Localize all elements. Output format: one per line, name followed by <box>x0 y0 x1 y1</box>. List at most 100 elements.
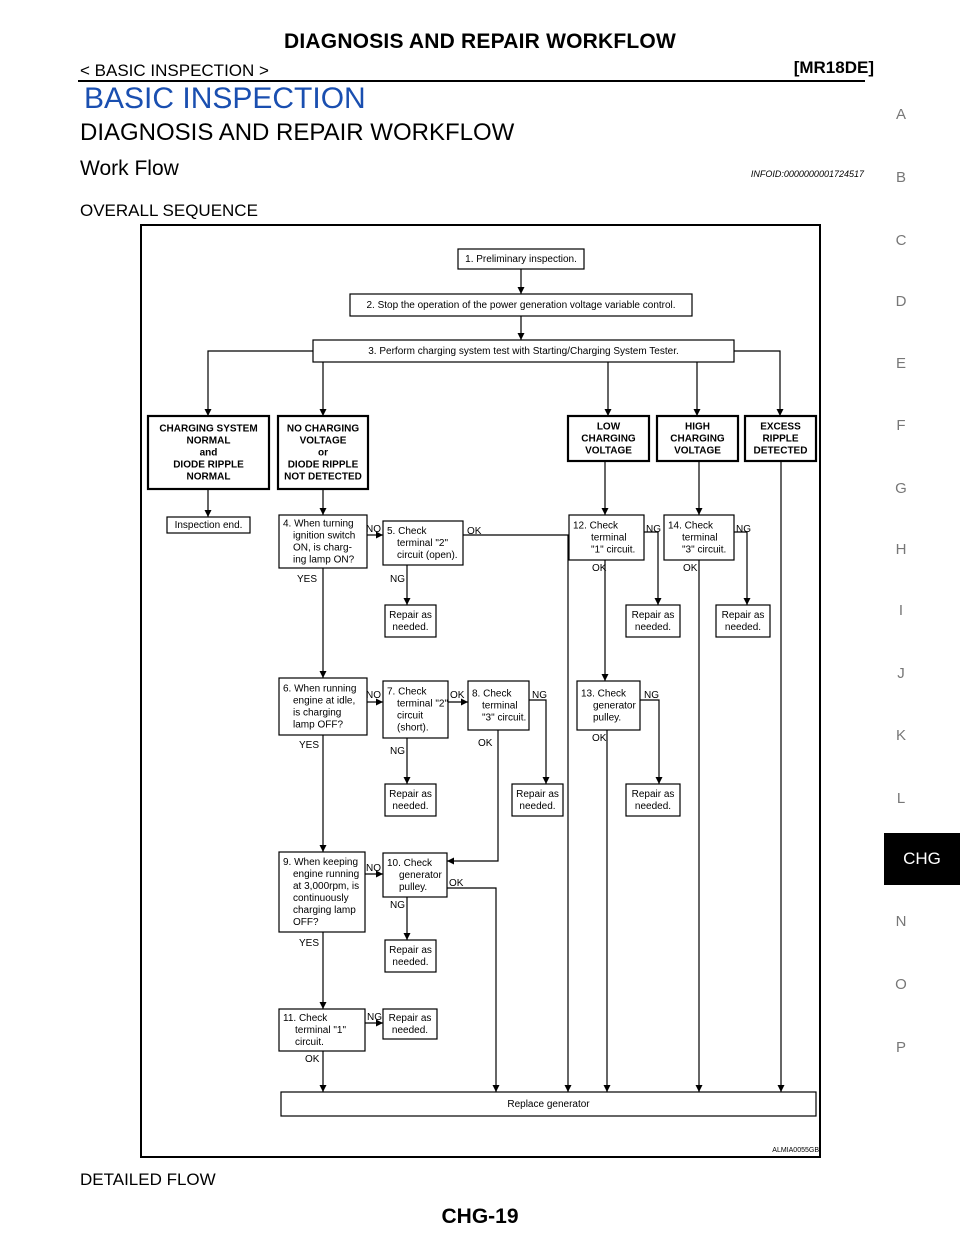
repair-14-box-text: Repair as <box>722 610 765 621</box>
label-6-no: NO <box>366 690 381 701</box>
step-3-box-text: 3. Perform charging system test with Sta… <box>368 346 679 357</box>
result-high-box-text: VOLTAGE <box>674 446 721 457</box>
side-index-l[interactable]: L <box>896 790 906 807</box>
side-index-c[interactable]: C <box>895 232 907 249</box>
step-10-box-text: pulley. <box>399 882 427 893</box>
connector-13-repair <box>640 699 663 784</box>
step-9-box-text: 9. When keeping <box>283 857 358 868</box>
detailed-flow-heading: DETAILED FLOW <box>80 1170 216 1189</box>
repair-10-box-text: needed. <box>392 957 428 968</box>
label-13-ok: OK <box>592 733 607 744</box>
repair-12-box-text: Repair as <box>632 610 675 621</box>
repair-8-box-text: needed. <box>519 801 555 812</box>
label-13-ng: NG <box>644 690 659 701</box>
page-number: CHG-19 <box>441 1205 519 1228</box>
flowchart-figure: 1. Preliminary inspection.2. Stop the op… <box>140 224 821 1158</box>
side-index-o[interactable]: O <box>895 976 907 993</box>
step-6-box-text: lamp OFF? <box>293 720 343 731</box>
label-12-ng: NG <box>646 524 661 535</box>
inspection-end-box-text: Inspection end. <box>175 520 243 531</box>
result-ripple-box-text: RIPPLE <box>762 434 798 445</box>
result-ripple-box-text: EXCESS <box>760 422 801 433</box>
figure-id: ALMIA0055GB <box>772 1147 819 1154</box>
step-7-box-text: (short). <box>397 723 429 734</box>
step-6-box-text: engine at idle, <box>293 696 355 707</box>
result-normal-box-text: NORMAL <box>187 436 231 447</box>
result-normal-box-text: NORMAL <box>187 472 231 483</box>
repair-8-box-text: Repair as <box>516 789 559 800</box>
result-low-box-text: LOW <box>597 422 621 433</box>
side-index-g[interactable]: G <box>895 480 907 497</box>
label-9-no: NO <box>366 863 381 874</box>
page-header-title: DIAGNOSIS AND REPAIR WORKFLOW <box>284 30 676 53</box>
repair-5-box-text: needed. <box>392 622 428 633</box>
side-index-b[interactable]: B <box>895 169 906 186</box>
result-no-charging-box-text: VOLTAGE <box>300 436 347 447</box>
step-14-box-text: terminal <box>682 533 718 544</box>
side-index-p[interactable]: P <box>895 1039 906 1056</box>
label-6-yes: YES <box>299 740 319 751</box>
repair-5-box-text: Repair as <box>389 610 432 621</box>
step-12-box-text: "1" circuit. <box>591 545 635 556</box>
repair-7-box-text: Repair as <box>389 789 432 800</box>
step-8-box-text: "3" circuit. <box>482 713 526 724</box>
repair-10-box-text: Repair as <box>389 945 432 956</box>
connector-5-replace <box>463 534 572 1092</box>
step-12-box-text: terminal <box>591 533 627 544</box>
result-low-box-text: CHARGING <box>581 434 636 445</box>
step-4-box-text: 4. When turning <box>283 519 354 530</box>
side-index-j[interactable]: J <box>897 665 905 682</box>
side-index-f[interactable]: F <box>896 417 906 434</box>
side-index-n[interactable]: N <box>895 913 907 930</box>
section-tab-chg[interactable]: CHG <box>884 833 960 885</box>
breadcrumb: < BASIC INSPECTION > <box>80 61 269 80</box>
label-5-ok: OK <box>467 526 482 537</box>
result-no-charging-box-text: DIODE RIPPLE <box>288 460 359 471</box>
step-7-box-text: terminal "2" <box>397 699 448 710</box>
connector-3-ripple <box>734 350 784 416</box>
step-10-box-text: generator <box>399 870 442 881</box>
connector-8-10 <box>447 730 499 865</box>
inspection-end-box: Inspection end. <box>166 516 251 534</box>
step-5-box-text: 5. Check <box>387 526 427 537</box>
side-index-k[interactable]: K <box>895 727 906 744</box>
replace-generator-box: Replace generator <box>280 1091 817 1117</box>
replace-generator-box-text: Replace generator <box>507 1099 590 1110</box>
side-index-i[interactable]: I <box>898 602 904 619</box>
label-5-ng: NG <box>390 574 405 585</box>
engine-model: [MR18DE] <box>793 58 874 77</box>
side-index-h[interactable]: H <box>895 541 907 558</box>
side-index-e[interactable]: E <box>895 355 906 372</box>
repair-14-box-text: needed. <box>725 622 761 633</box>
repair-7-box-text: needed. <box>392 801 428 812</box>
step-9-box-text: engine running <box>293 869 359 880</box>
side-index-d[interactable]: D <box>895 293 907 310</box>
step-11-box-text: 11. Check <box>283 1013 328 1024</box>
label-11-ok: OK <box>305 1054 320 1065</box>
step-8-box-text: terminal <box>482 701 518 712</box>
result-normal-box-text: and <box>200 448 218 459</box>
repair-13-box-text: needed. <box>635 801 671 812</box>
step-7-box-text: circuit <box>397 711 423 722</box>
result-no-charging-box-text: or <box>318 448 328 459</box>
step-14-box-text: 14. Check <box>668 521 714 532</box>
side-index-a[interactable]: A <box>895 106 906 123</box>
result-ripple-box-text: DETECTED <box>754 446 808 457</box>
